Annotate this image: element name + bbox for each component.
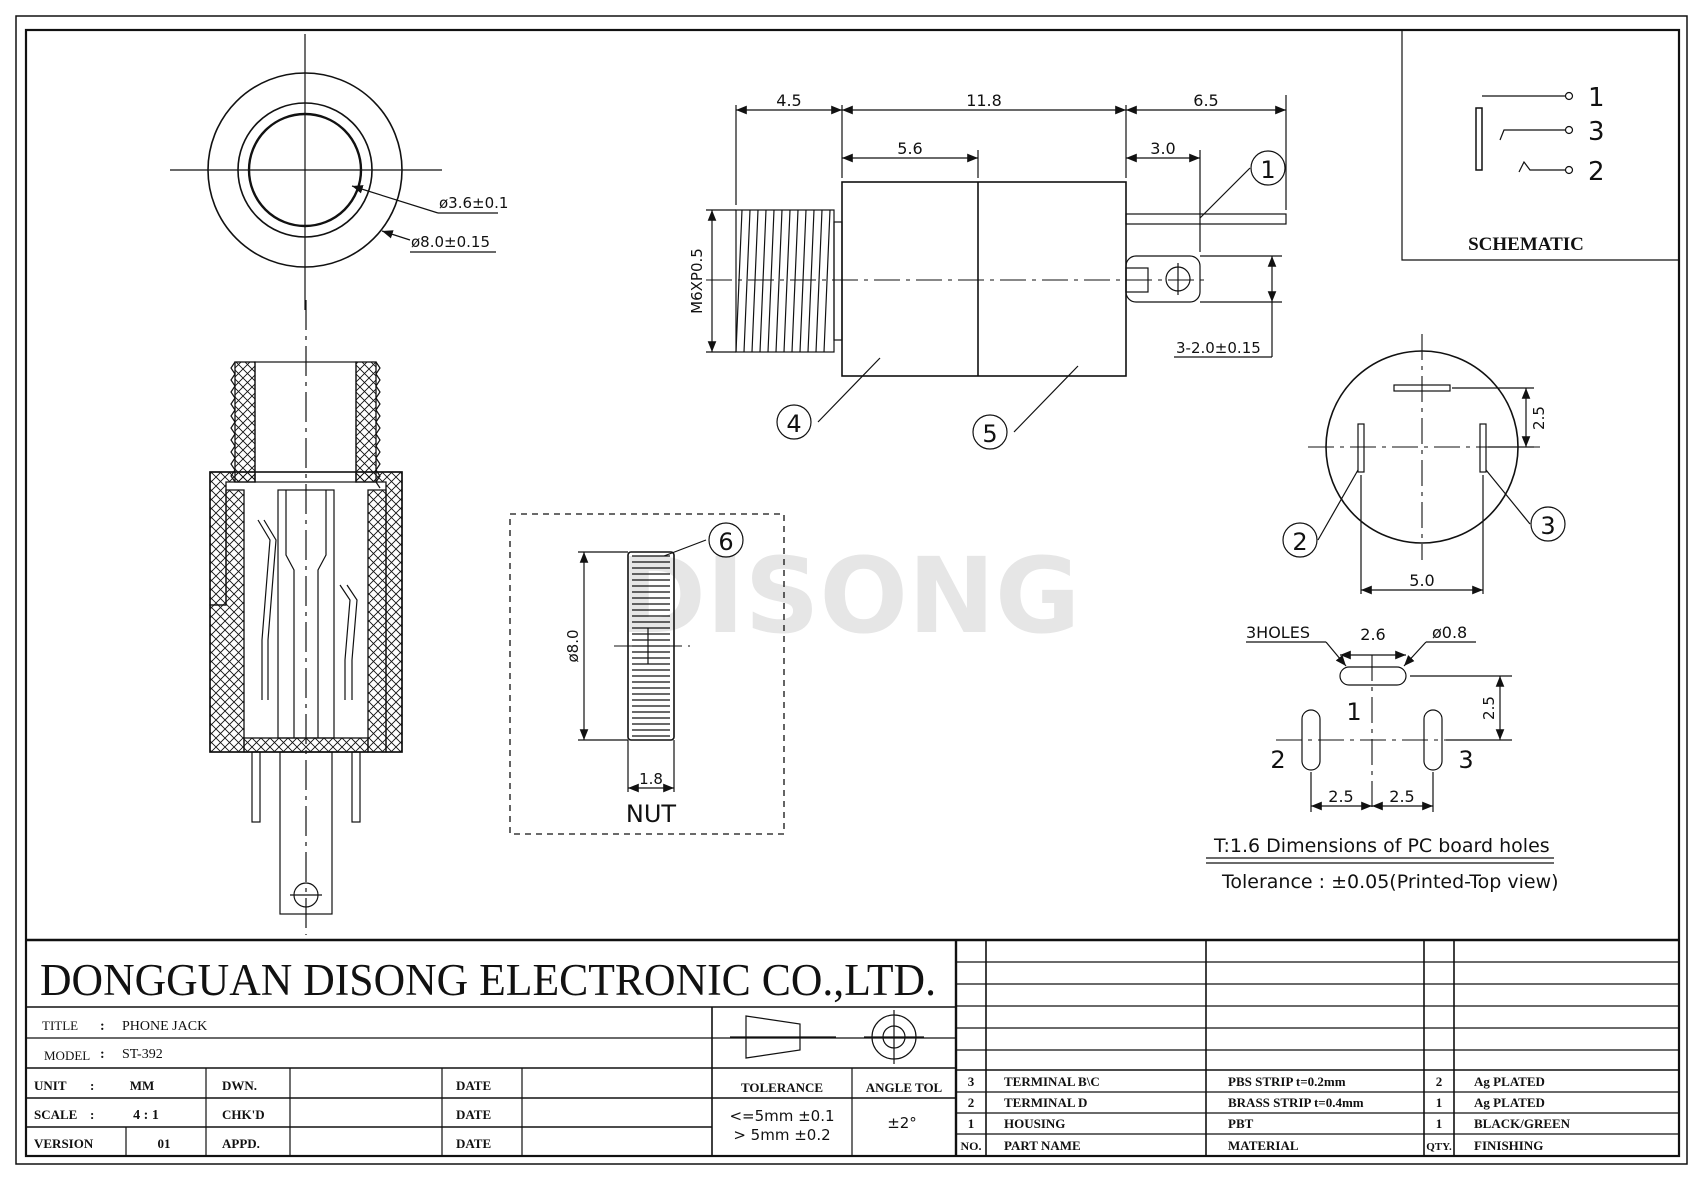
dim-len-4-5: 4.5 bbox=[776, 91, 801, 110]
bom-table: 3 TERMINAL B\C PBS STRIP t=0.2mm 2 Ag PL… bbox=[956, 940, 1679, 1156]
date-label-3: DATE bbox=[456, 1136, 491, 1151]
nut-detail: ø8.0 1.8 NUT 6 bbox=[509, 513, 785, 835]
outer-border bbox=[15, 15, 1688, 1165]
dim-pin-pitch-horizontal: 5.0 bbox=[1409, 571, 1434, 590]
callout-2: 2 bbox=[1292, 528, 1307, 556]
bom-row-1-qty: 2 bbox=[1436, 1074, 1443, 1089]
bom-row-2-material: BRASS STRIP t=0.4mm bbox=[1228, 1095, 1364, 1110]
dim-len-5-6: 5.6 bbox=[897, 139, 922, 158]
front-view: ø3.6±0.1 ø8.0±0.15 bbox=[170, 34, 508, 310]
dim-outer-diameter: ø8.0±0.15 bbox=[411, 233, 490, 251]
scale-sep: : bbox=[90, 1107, 94, 1122]
bom-header-part: PART NAME bbox=[1004, 1138, 1081, 1153]
schematic-label: SCHEMATIC bbox=[1468, 234, 1584, 255]
schematic-pin-2: 2 bbox=[1588, 157, 1605, 187]
angle-tol-value: ±2° bbox=[887, 1114, 917, 1132]
dim-nut-diameter: ø8.0 bbox=[564, 629, 582, 662]
section-view bbox=[209, 300, 403, 935]
bom-row-3-part: HOUSING bbox=[1004, 1116, 1065, 1131]
dim-hole-horizontal-2: 2.5 bbox=[1389, 787, 1414, 806]
bom-row-2-part: TERMINAL D bbox=[1004, 1095, 1087, 1110]
angle-tol-label: ANGLE TOL bbox=[866, 1080, 943, 1095]
bottom-view: 2.5 5.0 2 3 bbox=[1282, 334, 1566, 595]
bom-row-2-finishing: Ag PLATED bbox=[1474, 1095, 1545, 1110]
scale-value: 4 : 1 bbox=[133, 1108, 159, 1123]
bom-header-material: MATERIAL bbox=[1228, 1138, 1299, 1153]
unit-label: UNIT bbox=[34, 1078, 67, 1093]
bom-row-1-no: 3 bbox=[968, 1074, 975, 1089]
pcb-pin-2: 2 bbox=[1270, 746, 1285, 774]
callout-4: 4 bbox=[786, 410, 801, 438]
dim-thread: M6XP0.5 bbox=[688, 248, 706, 314]
dim-hole-diameter: ø0.8 bbox=[1432, 623, 1467, 642]
side-view: 4.5 11.8 6.5 5.6 3.0 M6XP0.5 3-2.0±0.15 … bbox=[688, 91, 1287, 450]
schematic-panel: 1 3 2 SCHEMATIC bbox=[1401, 30, 1679, 261]
tolerance-label: TOLERANCE bbox=[741, 1080, 823, 1095]
bom-header-qty: QTY. bbox=[1426, 1141, 1452, 1153]
bom-row-3-finishing: BLACK/GREEN bbox=[1474, 1116, 1571, 1131]
dim-nut-thickness: 1.8 bbox=[639, 770, 663, 788]
dim-hole-horizontal-1: 2.5 bbox=[1328, 787, 1353, 806]
version-value: 01 bbox=[158, 1136, 171, 1151]
model-sep: : bbox=[100, 1047, 105, 1062]
pcb-note-dimensions: T:1.6 Dimensions of PC board holes bbox=[1213, 835, 1550, 857]
schematic-pin-3: 3 bbox=[1588, 117, 1605, 147]
dim-terminal-width: 3-2.0±0.15 bbox=[1176, 339, 1261, 357]
bom-row-2-qty: 1 bbox=[1436, 1095, 1443, 1110]
bom-row-3-qty: 1 bbox=[1436, 1116, 1443, 1131]
title-value: PHONE JACK bbox=[122, 1019, 207, 1034]
appd-label: APPD. bbox=[222, 1136, 260, 1151]
dim-inner-diameter: ø3.6±0.1 bbox=[439, 194, 508, 212]
unit-value: MM bbox=[130, 1078, 155, 1093]
bom-row-2-no: 2 bbox=[968, 1095, 975, 1110]
title-label: TITLE bbox=[42, 1018, 78, 1033]
pcb-holes: 1 2 3 3HOLES 2.6 ø0.8 2.5 2.5 2.5 T:1.6 … bbox=[1206, 623, 1559, 893]
model-value: ST-392 bbox=[122, 1047, 163, 1062]
title-block: DONGGUAN DISONG ELECTRONIC CO.,LTD. TITL… bbox=[26, 938, 1679, 1156]
dim-pin-pitch-vertical: 2.5 bbox=[1530, 406, 1548, 430]
date-label-2: DATE bbox=[456, 1107, 491, 1122]
pcb-note-tolerance: Tolerance : ±0.05(Printed-Top view) bbox=[1221, 871, 1559, 893]
chkd-label: CHK'D bbox=[222, 1107, 265, 1122]
nut-label: NUT bbox=[626, 800, 677, 828]
company-name: DONGGUAN DISONG ELECTRONIC CO.,LTD. bbox=[40, 955, 936, 1005]
callout-1: 1 bbox=[1260, 156, 1275, 184]
bom-row-1-finishing: Ag PLATED bbox=[1474, 1074, 1545, 1089]
pcb-pin-3: 3 bbox=[1458, 746, 1473, 774]
schematic-pin-1: 1 bbox=[1588, 83, 1605, 113]
pcb-pin-1: 1 bbox=[1346, 698, 1361, 726]
model-label: MODEL bbox=[44, 1048, 90, 1063]
callout-3: 3 bbox=[1540, 512, 1555, 540]
version-label: VERSION bbox=[34, 1136, 94, 1151]
bom-row-1-material: PBS STRIP t=0.2mm bbox=[1228, 1074, 1346, 1089]
holes-label: 3HOLES bbox=[1246, 623, 1310, 642]
bom-header-no: NO. bbox=[961, 1139, 982, 1153]
dim-hole-length: 2.6 bbox=[1360, 625, 1385, 644]
tolerance-line-1: <=5mm ±0.1 bbox=[729, 1107, 834, 1125]
unit-sep: : bbox=[90, 1078, 94, 1093]
title-sep: : bbox=[100, 1019, 105, 1034]
dim-len-3-0: 3.0 bbox=[1150, 139, 1175, 158]
date-label-1: DATE bbox=[456, 1078, 491, 1093]
callout-6: 6 bbox=[718, 528, 733, 556]
dim-len-11-8: 11.8 bbox=[966, 91, 1002, 110]
dwn-label: DWN. bbox=[222, 1078, 257, 1093]
bom-row-1-part: TERMINAL B\C bbox=[1004, 1074, 1100, 1089]
bom-row-3-no: 1 bbox=[968, 1116, 975, 1131]
tolerance-line-2: > 5mm ±0.2 bbox=[733, 1126, 830, 1144]
callout-5: 5 bbox=[982, 420, 997, 448]
scale-label: SCALE bbox=[34, 1107, 77, 1122]
bom-row-3-material: PBT bbox=[1228, 1116, 1254, 1131]
dim-len-6-5: 6.5 bbox=[1193, 91, 1218, 110]
dim-hole-vertical: 2.5 bbox=[1480, 696, 1498, 720]
bom-header-finishing: FINISHING bbox=[1474, 1138, 1543, 1153]
watermark: DISONG bbox=[620, 535, 1081, 657]
